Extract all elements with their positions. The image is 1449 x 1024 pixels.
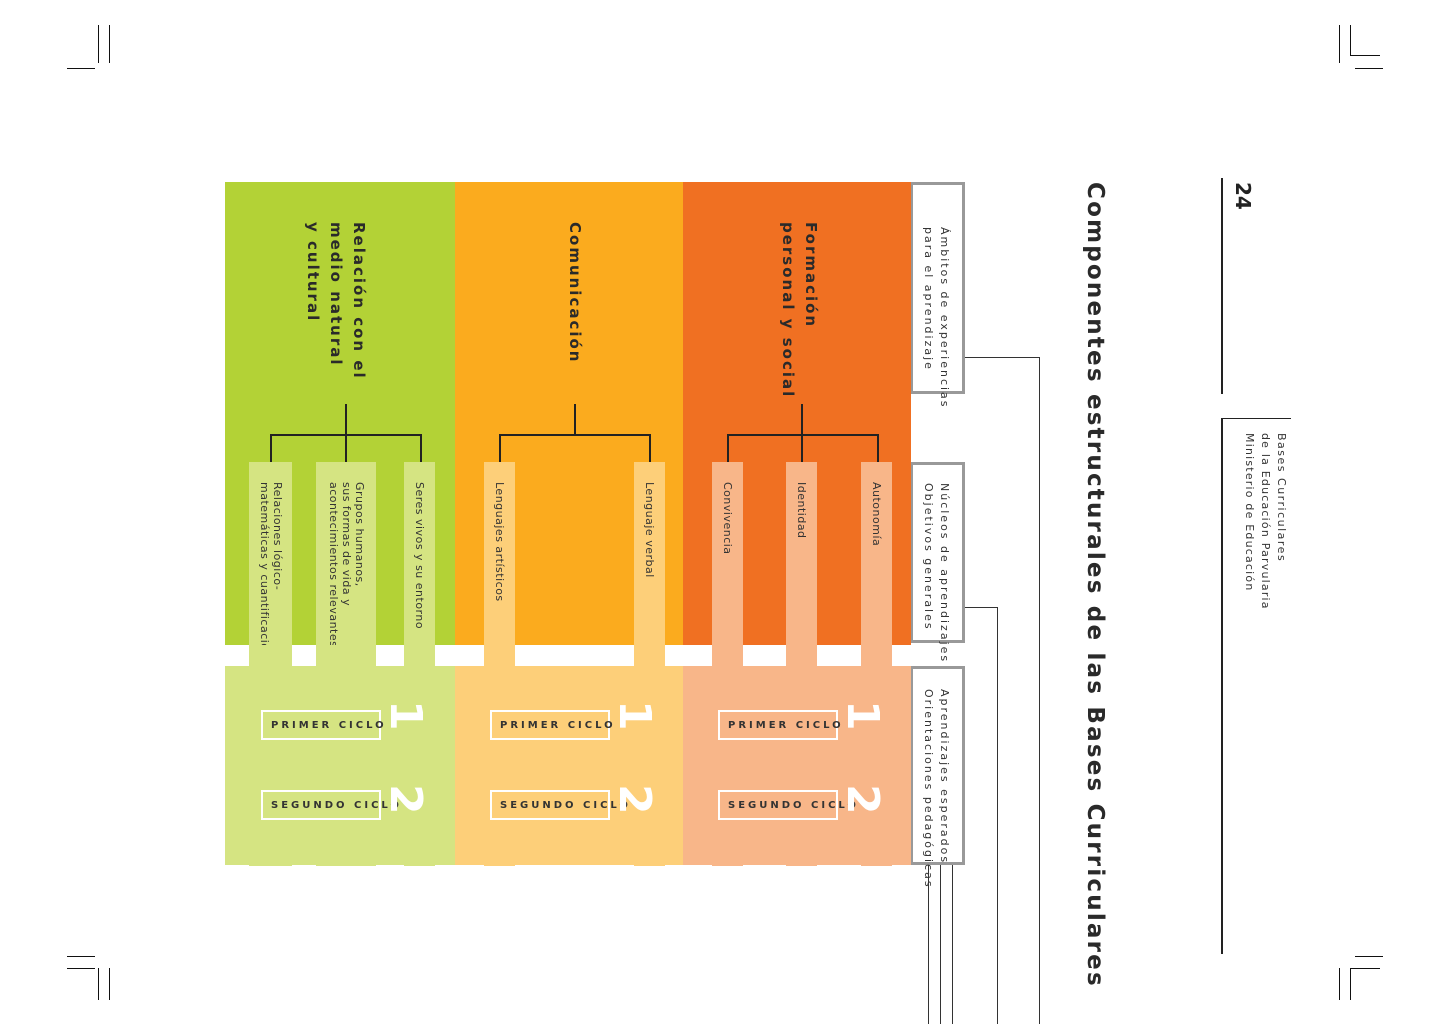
legend-text: para el aprendizaje — [922, 227, 935, 371]
crop-mark — [98, 25, 99, 63]
primer-ciclo-label: PRIMER CICLO — [718, 710, 841, 740]
crop-mark — [1350, 25, 1351, 55]
crop-mark — [67, 968, 95, 969]
publication-line: Bases Curriculares — [1275, 433, 1288, 563]
nucleo-strip — [249, 645, 292, 666]
nucleo-label: Seres vivos y su entorno — [413, 482, 426, 630]
tree-line — [801, 404, 803, 435]
connector-line — [940, 865, 941, 1024]
nucleo-label: matemáticas y cuantificación — [258, 482, 271, 659]
nucleo-strip — [634, 645, 665, 666]
nucleo-label: Relaciones lógico- — [271, 482, 284, 591]
connector-line — [965, 357, 1040, 358]
segundo-ciclo-label: SEGUNDO CICLO — [261, 790, 399, 820]
crop-mark — [1350, 968, 1380, 969]
segundo-ciclo-label: SEGUNDO CICLO — [718, 790, 856, 820]
tree-line — [649, 434, 651, 462]
crop-mark — [1350, 968, 1351, 1000]
nucleo-label: Autonomía — [870, 482, 883, 547]
nucleo-label: Grupos humanos, — [353, 482, 366, 587]
crop-mark — [1355, 956, 1383, 957]
primer-ciclo-label: PRIMER CICLO — [261, 710, 384, 740]
publication-line: Ministerio de Educación — [1243, 433, 1256, 592]
nucleo-label: acontecimientos relevantes — [327, 482, 340, 648]
crop-mark — [1339, 968, 1340, 1000]
legend-aprendizajes-box: Aprendizajes esperados Orientaciones ped… — [910, 666, 965, 889]
nucleo-strip — [786, 645, 817, 666]
legend-text: Núcleos de aprendizajes — [938, 483, 951, 664]
nucleo-label: Lenguaje verbal — [643, 482, 656, 578]
nucleo-strip — [316, 645, 376, 666]
primer-ciclo-number: 1 — [837, 700, 888, 731]
nucleo-strip — [484, 645, 515, 666]
nucleo-label: Lenguajes artísticos — [493, 482, 506, 602]
connector-line — [928, 865, 929, 1024]
connector-line — [952, 865, 953, 1024]
segundo-ciclo-number: 2 — [837, 784, 888, 815]
segundo-ciclo-label: SEGUNDO CICLO — [490, 790, 628, 820]
tree-line — [877, 434, 879, 462]
ambito-title: Comunicación — [566, 222, 584, 364]
ambito-title: y cultural — [304, 222, 322, 323]
nucleo-label: sus formas de vida y — [340, 482, 353, 607]
ambito-title: personal y social — [779, 222, 797, 399]
tree-line — [345, 404, 347, 435]
crop-mark — [67, 956, 95, 957]
nucleo-label: Identidad — [795, 482, 808, 539]
ambito-title: medio natural — [327, 222, 345, 367]
primer-ciclo-number: 1 — [380, 700, 431, 731]
ambito-title: Formación — [802, 222, 820, 329]
legend-nucleos-box: Núcleos de aprendizajes Objetivos genera… — [910, 462, 965, 663]
tree-line — [727, 434, 879, 436]
tree-line — [499, 434, 501, 462]
segundo-ciclo-number: 2 — [380, 784, 431, 815]
crop-mark — [98, 968, 99, 1000]
legend-ambitos-box: Ámbitos de experiencias para el aprendiz… — [910, 182, 965, 409]
crop-mark — [1355, 68, 1383, 69]
connector-line — [997, 607, 998, 1024]
tree-line — [801, 434, 803, 462]
crop-mark — [109, 968, 110, 1000]
ambito-title: Relación con el — [350, 222, 368, 380]
crop-mark — [109, 25, 110, 63]
primer-ciclo-number: 1 — [609, 700, 660, 731]
nucleo-strip — [404, 645, 435, 666]
tree-line — [270, 434, 272, 462]
main-title: Componentes estructurales de las Bases C… — [1082, 182, 1108, 988]
crop-mark — [67, 68, 95, 69]
legend-text: Objetivos generales — [922, 483, 935, 631]
tree-line — [574, 404, 576, 435]
page-number: 24 — [1231, 182, 1255, 210]
tree-line — [345, 434, 347, 462]
nucleo-strip — [861, 645, 892, 666]
nucleo-strip — [712, 645, 743, 666]
connector-line — [1039, 357, 1040, 1024]
tree-line — [727, 434, 729, 462]
tree-line — [420, 434, 422, 462]
crop-mark — [1350, 55, 1380, 56]
header-rule-thin — [1221, 418, 1291, 419]
publication-line: de la Educación Parvularia — [1259, 433, 1272, 610]
connector-line — [965, 607, 998, 608]
legend-text: Orientaciones pedagógicas — [922, 689, 935, 889]
header-rule-bottom — [1221, 418, 1223, 954]
crop-mark — [1339, 25, 1340, 63]
primer-ciclo-label: PRIMER CICLO — [490, 710, 613, 740]
legend-text: Aprendizajes esperados — [938, 689, 951, 865]
legend-text: Ámbitos de experiencias — [938, 227, 951, 409]
tree-line — [499, 434, 651, 436]
header-rule-top — [1221, 178, 1223, 394]
segundo-ciclo-number: 2 — [609, 784, 660, 815]
nucleo-label: Convivencia — [721, 482, 734, 555]
